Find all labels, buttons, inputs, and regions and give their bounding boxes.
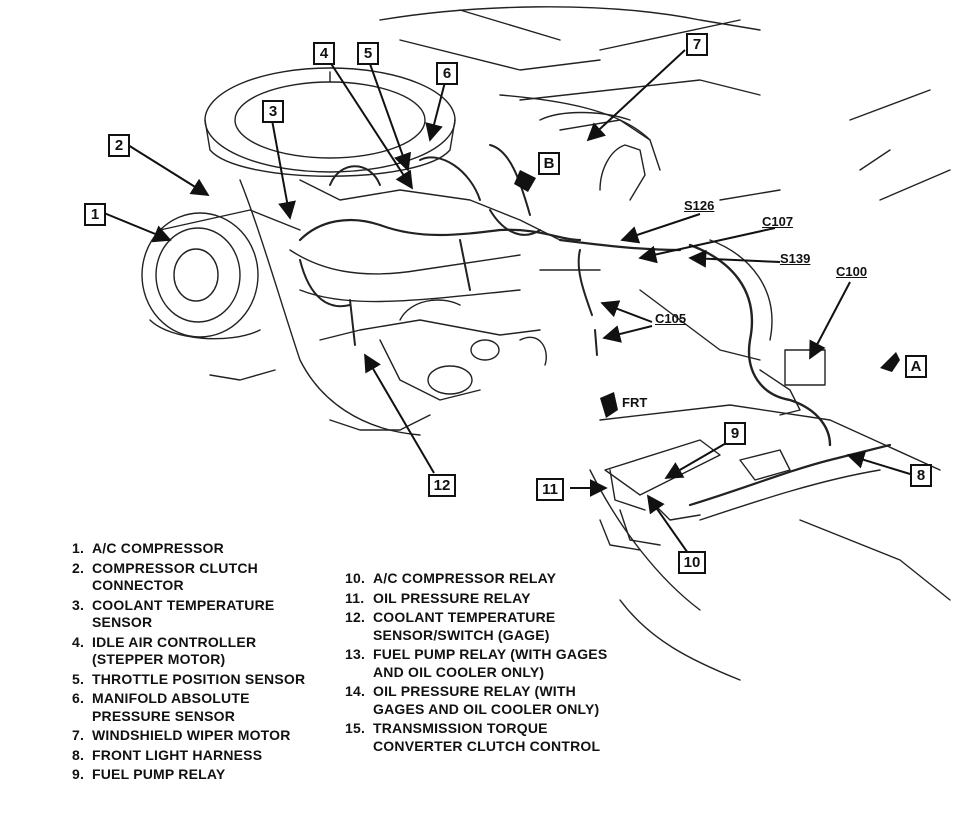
callout-2: 2 — [108, 134, 130, 157]
legend-item-number: 6. — [72, 690, 85, 706]
legend-item-text: IDLE AIR CONTROLLER (STEPPER MOTOR) — [92, 633, 257, 668]
legend-item-number: 8. — [72, 746, 85, 763]
legend-item-text: THROTTLE POSITION SENSOR — [92, 670, 306, 687]
callout-7: 7 — [686, 33, 708, 56]
legend-item-text: MANIFOLD ABSOLUTE PRESSURE SENSOR — [92, 690, 250, 724]
legend-item-number: 11. — [345, 589, 365, 606]
legend-item-text: FUEL PUMP RELAY — [92, 766, 226, 782]
legend-item-number: 1. — [72, 540, 85, 556]
legend-item: 14. OIL PRESSURE RELAY (WITH GAGES AND OI… — [345, 683, 610, 718]
legend-item: 3. COOLANT TEMPERATURE SENSOR — [72, 597, 322, 632]
connector-label-s126: S126 — [684, 198, 715, 213]
connector-label-c107: C107 — [762, 214, 794, 229]
legend-item: 2. COMPRESSOR CLUTCH CONNECTOR — [72, 560, 322, 595]
callout-11: 11 — [536, 478, 564, 501]
legend-item: 6. MANIFOLD ABSOLUTE PRESSURE SENSOR — [72, 690, 322, 725]
legend-item: 13. FUEL PUMP RELAY (WITH GAGES AND OIL C… — [345, 646, 610, 681]
callout-6: 6 — [436, 62, 458, 85]
legend-item-number: 7. — [72, 727, 85, 743]
legend-item-text: OIL PRESSURE RELAY — [373, 589, 531, 606]
callout-a: A — [905, 355, 927, 378]
callout-12: 12 — [428, 474, 456, 497]
legend-item-number: 5. — [72, 670, 85, 687]
legend-item-text: FRONT LIGHT HARNESS — [92, 746, 263, 763]
legend-item: 15. TRANSMISSION TORQUE CONVERTER CLUTCH … — [345, 720, 610, 755]
legend-item: 7. WINDSHIELD WIPER MOTOR — [72, 727, 322, 745]
legend-item: 1. A/C COMPRESSOR — [72, 540, 322, 558]
legend-column-1: 1. A/C COMPRESSOR 2. COMPRESSOR CLUTCH CON… — [72, 540, 322, 786]
legend-item: 12. COOLANT TEMPERATURE SENSOR/SWITCH (GA… — [345, 609, 610, 644]
callout-1: 1 — [84, 203, 106, 226]
connector-label-c100: C100 — [836, 264, 868, 279]
legend-item-text: COMPRESSOR CLUTCH CONNECTOR — [92, 559, 258, 594]
legend-item-text: TRANSMISSION TORQUE CONVERTER CLUTCH CON… — [373, 720, 601, 754]
connector-label-s139: S139 — [780, 251, 811, 266]
legend-item-text: FUEL PUMP RELAY (WITH GAGES AND OIL COOL… — [373, 646, 608, 680]
legend-item-text: WINDSHIELD WIPER MOTOR — [92, 727, 291, 743]
legend-item: 5. THROTTLE POSITION SENSOR — [72, 671, 322, 689]
legend-item-text: COOLANT TEMPERATURE SENSOR/SWITCH (GAGE) — [373, 609, 556, 643]
callout-5: 5 — [357, 42, 379, 65]
callout-10: 10 — [678, 551, 706, 574]
legend-item-number: 9. — [72, 766, 85, 782]
legend-item-number: 14. — [345, 683, 366, 699]
legend-item: 10. A/C COMPRESSOR RELAY — [345, 570, 610, 588]
legend-item-number: 13. — [345, 646, 366, 662]
legend-item-number: 12. — [345, 609, 366, 625]
front-direction-label: FRT — [622, 395, 648, 410]
callout-3: 3 — [262, 100, 284, 123]
legend-item-number: 15. — [345, 720, 366, 736]
callout-b: B — [538, 152, 560, 175]
callout-8: 8 — [910, 464, 932, 487]
legend-column-2: 10. A/C COMPRESSOR RELAY 11. OIL PRESSURE … — [345, 570, 610, 757]
legend-item-text: OIL PRESSURE RELAY (WITH GAGES AND OIL C… — [373, 683, 600, 717]
legend-item: 11. OIL PRESSURE RELAY — [345, 590, 610, 608]
callout-9: 9 — [724, 422, 746, 445]
legend-item-text: A/C COMPRESSOR — [92, 540, 224, 556]
legend-item-text: A/C COMPRESSOR RELAY — [373, 570, 557, 586]
callout-4: 4 — [313, 42, 335, 65]
connector-label-c105: C105 — [655, 311, 687, 326]
legend-item-number: 3. — [72, 596, 85, 613]
legend-item-text: COOLANT TEMPERATURE SENSOR — [92, 596, 275, 631]
legend-item-number: 4. — [72, 633, 85, 650]
legend-item: 8. FRONT LIGHT HARNESS — [72, 747, 322, 765]
legend-item-number: 10. — [345, 570, 366, 586]
legend-item-number: 2. — [72, 559, 85, 576]
legend-item: 4. IDLE AIR CONTROLLER (STEPPER MOTOR) — [72, 634, 322, 669]
legend-item: 9. FUEL PUMP RELAY — [72, 766, 322, 784]
